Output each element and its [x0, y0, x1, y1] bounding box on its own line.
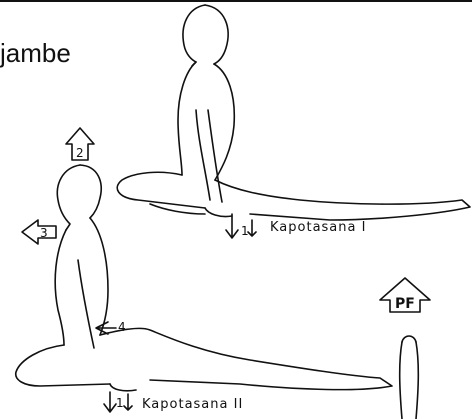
arrow-number-2: 2: [76, 146, 84, 160]
figure-raised-arm: [400, 336, 419, 419]
arrow-left-3: [22, 220, 56, 244]
figure-kapotasana-1: [117, 5, 470, 220]
figure-kapotasana-2: [16, 165, 392, 391]
arrow-number-4: 4: [118, 320, 126, 334]
arrow-number-1-bottom: 1: [116, 396, 124, 410]
figure-label-kapotasana-1: Kapotasana I: [270, 220, 366, 235]
arrow-number-3: 3: [40, 226, 48, 240]
arrow-number-1-top: 1: [241, 224, 249, 238]
pf-sign: PF: [395, 296, 415, 312]
partial-heading-text: jambe: [0, 38, 71, 69]
figure-label-kapotasana-2: Kapotasana II: [142, 397, 243, 412]
